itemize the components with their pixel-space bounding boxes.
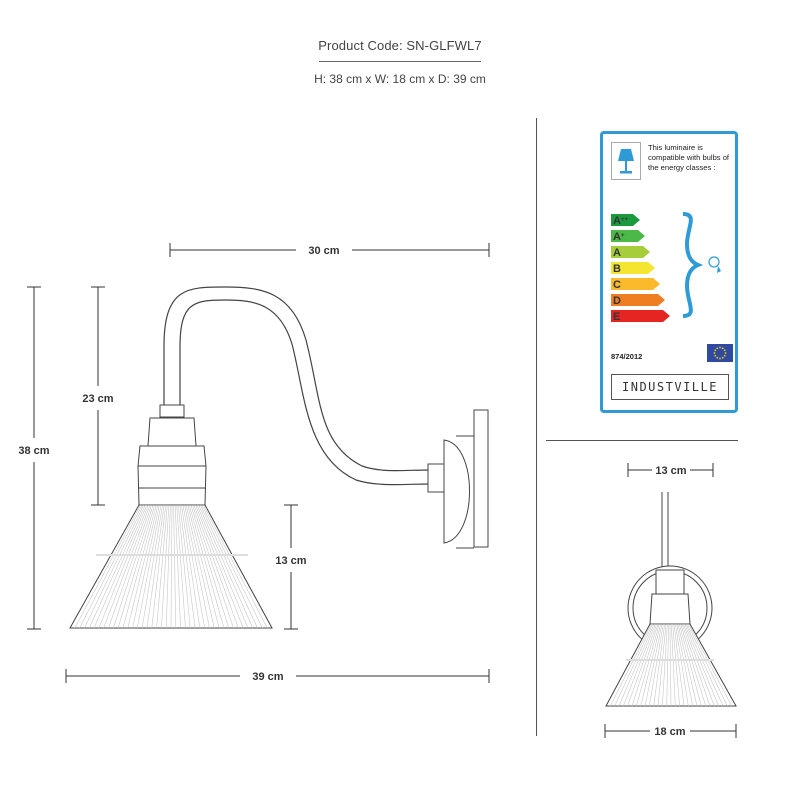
header: Product Code: SN-GLFWL7 H: 38 cm x W: 18… [0, 38, 800, 86]
vertical-divider [536, 118, 537, 736]
lamp-icon [611, 142, 641, 180]
arm-width-label: 30 cm [308, 245, 339, 257]
shade-height-label: 13 cm [275, 555, 306, 567]
eu-flag-icon [707, 344, 733, 362]
header-rule [319, 61, 481, 62]
side-view-diagram: 30 cm 38 cm 23 cm 13 cm 39 cm [18, 243, 490, 683]
front-shade-ribs [610, 623, 732, 707]
total-depth-label: 39 cm [252, 671, 283, 683]
energy-class-label: A+ [613, 231, 625, 243]
energy-label: This luminaire is compatible with bulbs … [600, 131, 738, 413]
front-top-width-label: 13 cm [655, 465, 686, 477]
energy-class-bar [611, 262, 655, 274]
energy-class-label: D [613, 295, 621, 307]
side-shade-ribs [74, 504, 268, 629]
compatibility-text: This luminaire is compatible with bulbs … [648, 143, 730, 172]
horizontal-divider [546, 440, 738, 441]
brand-logo: INDUSTVILLE [611, 374, 729, 400]
energy-class-bar [611, 214, 640, 226]
arm-height-label: 23 cm [82, 393, 113, 405]
energy-class-bar [611, 230, 645, 242]
front-bottom-width-label: 18 cm [654, 726, 685, 738]
product-dimensions: H: 38 cm x W: 18 cm x D: 39 cm [314, 72, 486, 86]
energy-class-label: C [613, 279, 621, 291]
energy-class-bar [611, 246, 650, 258]
energy-class-label: E [613, 311, 620, 323]
energy-class-bar [611, 294, 665, 306]
front-view-diagram: 13 cm 18 cm [604, 463, 737, 738]
energy-class-bar [611, 278, 660, 290]
regulation-number: 874/2012 [611, 352, 643, 361]
product-code: Product Code: SN-GLFWL7 [318, 38, 482, 53]
total-height-label: 38 cm [18, 445, 49, 457]
energy-class-bar [611, 310, 670, 322]
energy-class-label: B [613, 263, 621, 275]
bulb-icon [708, 256, 721, 273]
energy-class-label: A [613, 247, 621, 259]
